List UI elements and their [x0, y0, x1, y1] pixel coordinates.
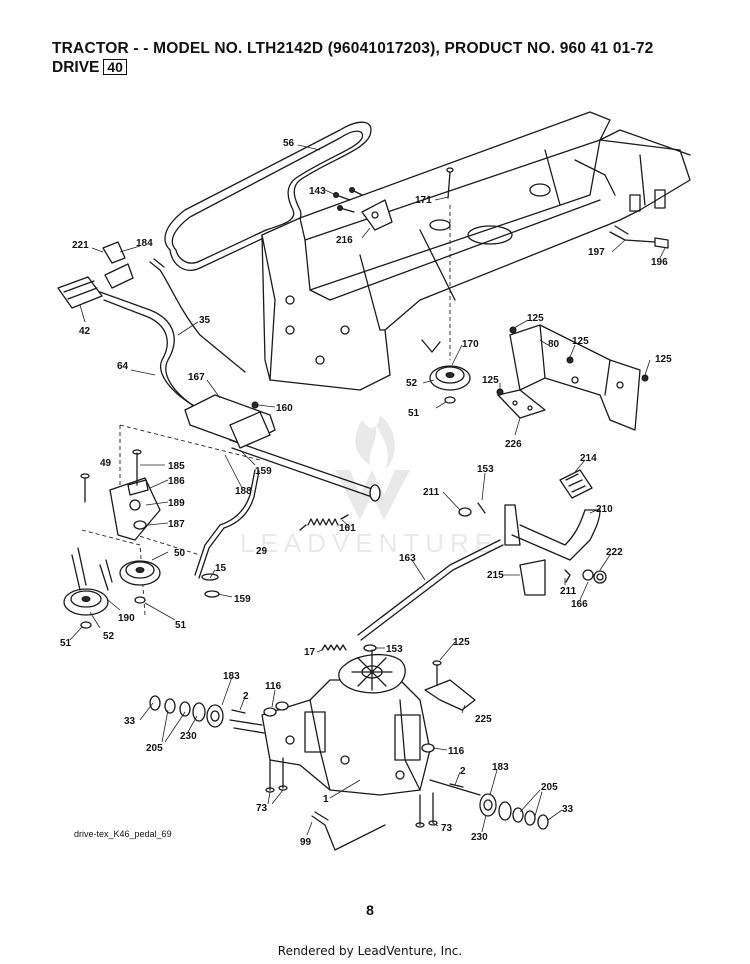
watermark-text: LEADVENTURE — [240, 528, 498, 558]
callout-51-mid: 51 — [175, 620, 187, 631]
callout-labels: 56 143 171 216 221 184 42 35 64 167 160 … — [60, 138, 672, 848]
callout-33-right: 33 — [562, 804, 574, 815]
callout-153-lower: 153 — [386, 644, 403, 655]
callout-125-lower: 125 — [453, 637, 470, 648]
page-title: TRACTOR - - MODEL NO. LTH2142D (96041017… — [52, 40, 654, 57]
callout-64: 64 — [117, 361, 129, 372]
callout-116-right: 116 — [448, 746, 465, 757]
transaxle-bracket — [424, 660, 476, 711]
right-axle-hardware — [449, 783, 549, 830]
callout-17: 17 — [304, 647, 316, 658]
callout-190: 190 — [118, 613, 135, 624]
callout-205-left: 205 — [146, 743, 163, 754]
callout-50: 50 — [174, 548, 186, 559]
callout-222: 222 — [606, 547, 623, 558]
callout-125-right: 125 — [655, 354, 672, 365]
callout-1: 1 — [323, 794, 329, 805]
footer-credit: Rendered by LeadVenture, Inc. — [277, 944, 463, 958]
callout-197: 197 — [588, 247, 605, 258]
callout-51-left: 51 — [60, 638, 72, 649]
callout-159-lower: 159 — [234, 594, 251, 605]
callout-33-left: 33 — [124, 716, 136, 727]
section-label: DRIVE — [52, 59, 100, 76]
callout-215: 215 — [487, 570, 504, 581]
page-number: 8 — [366, 902, 374, 918]
callout-230-right: 230 — [471, 832, 488, 843]
callout-35: 35 — [199, 315, 211, 326]
callout-184: 184 — [136, 238, 153, 249]
leader-lines — [69, 144, 666, 836]
callout-99: 99 — [300, 837, 312, 848]
idler-pulleys-left — [63, 547, 161, 629]
parts-diagram: LEADVENTURE — [57, 111, 691, 851]
brake-spring — [321, 644, 377, 652]
callout-211-upper: 211 — [423, 487, 440, 498]
callout-125-top: 125 — [527, 313, 544, 324]
shift-lever-assembly — [57, 241, 246, 426]
brake-rod — [357, 539, 504, 641]
callout-73-right: 73 — [441, 823, 453, 834]
callout-56: 56 — [283, 138, 295, 149]
callout-42: 42 — [79, 326, 91, 337]
callout-214: 214 — [580, 453, 597, 464]
brake-pedal-assembly — [458, 469, 607, 596]
callout-163: 163 — [399, 553, 416, 564]
callout-226: 226 — [505, 439, 522, 450]
callout-2-left: 2 — [243, 691, 249, 702]
callout-52-right: 52 — [406, 378, 418, 389]
callout-15: 15 — [215, 563, 227, 574]
callout-73-left: 73 — [256, 803, 268, 814]
callout-116-left: 116 — [265, 681, 282, 692]
callout-167: 167 — [188, 372, 205, 383]
callout-125-mid: 125 — [572, 336, 589, 347]
callout-187: 187 — [168, 519, 185, 530]
clutch-rod — [194, 469, 260, 598]
left-axle-hardware — [149, 695, 246, 728]
callout-125-left: 125 — [482, 375, 499, 386]
transaxle — [229, 649, 481, 828]
drawing-code: drive-tex_K46_pedal_69 — [74, 829, 172, 839]
callout-186: 186 — [168, 476, 185, 487]
tension-spring — [299, 514, 349, 531]
section-number-box: 40 — [103, 59, 127, 75]
callout-143: 143 — [309, 186, 326, 197]
brake-rod-right — [609, 225, 669, 249]
callout-166: 166 — [571, 599, 588, 610]
callout-183-left: 183 — [223, 671, 240, 682]
callout-196: 196 — [651, 257, 668, 268]
callout-29: 29 — [256, 546, 268, 557]
callout-52-left: 52 — [103, 631, 115, 642]
callout-49: 49 — [100, 458, 112, 469]
callout-170: 170 — [462, 339, 479, 350]
callout-185: 185 — [168, 461, 185, 472]
callout-161: 161 — [339, 523, 356, 534]
callout-2-right: 2 — [460, 766, 466, 777]
idler-bracket-assembly — [80, 424, 261, 616]
callout-159-upper: 159 — [255, 466, 272, 477]
bypass-rod — [311, 811, 386, 851]
callout-230-left: 230 — [180, 731, 197, 742]
watermark-logo: LEADVENTURE — [240, 415, 498, 558]
callout-210: 210 — [596, 504, 613, 515]
drive-belt — [164, 121, 372, 271]
tractor-frame — [261, 111, 691, 391]
pivot-shaft-assembly — [184, 394, 381, 502]
callout-183-right: 183 — [492, 762, 509, 773]
callout-51-right: 51 — [408, 408, 420, 419]
callout-211-lower: 211 — [560, 586, 577, 597]
callout-205-right: 205 — [541, 782, 558, 793]
callout-225: 225 — [475, 714, 492, 725]
callout-80: 80 — [548, 339, 560, 350]
callout-189: 189 — [168, 498, 185, 509]
callout-171: 171 — [415, 195, 432, 206]
callout-153-upper: 153 — [477, 464, 494, 475]
idler-pulley-right — [421, 205, 471, 404]
callout-188: 188 — [235, 486, 252, 497]
callout-221: 221 — [72, 240, 89, 251]
callout-160: 160 — [276, 403, 293, 414]
title-block: TRACTOR - - MODEL NO. LTH2142D (96041017… — [52, 40, 653, 77]
callout-216: 216 — [336, 235, 353, 246]
